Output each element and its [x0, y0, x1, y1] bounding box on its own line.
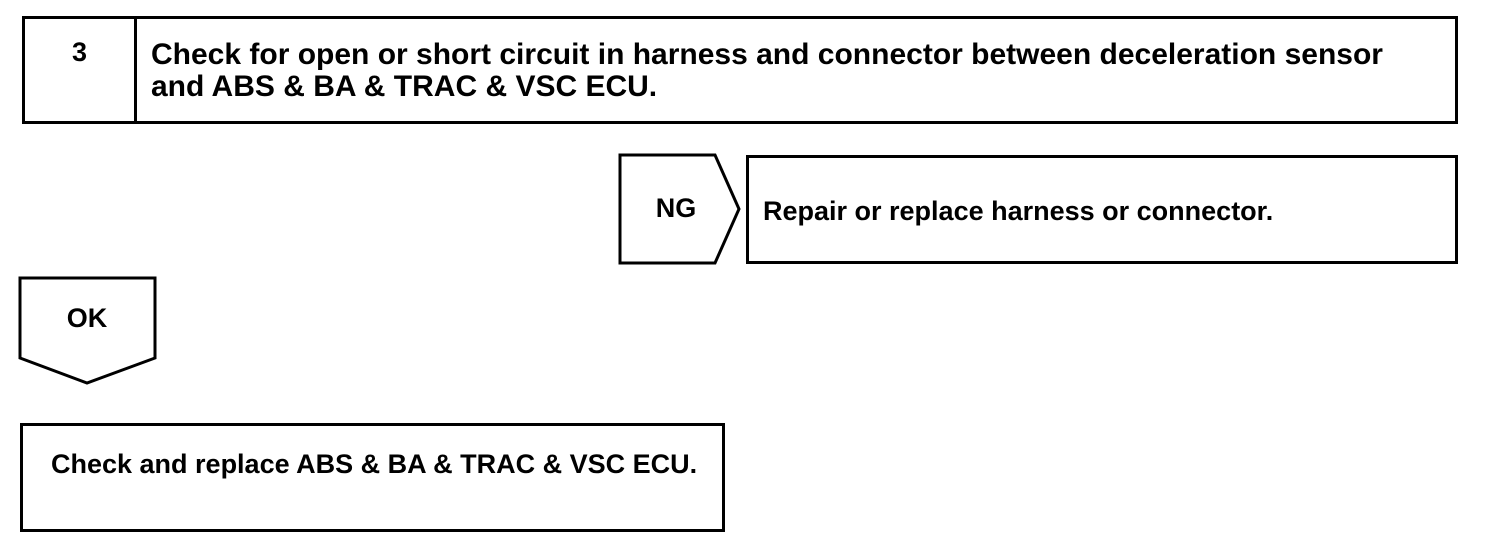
step-instruction: Check for open or short circuit in harne…	[151, 38, 1383, 103]
step-number: 3	[71, 37, 88, 67]
ng-label: NG	[655, 193, 697, 223]
step-box: 3 Check for open or short circuit in har…	[22, 16, 1458, 124]
ng-result-box: Repair or replace harness or connector.	[746, 155, 1458, 264]
ok-arrow-tag	[18, 276, 157, 385]
step-number-cell: 3	[25, 19, 137, 121]
ok-result-text: Check and replace ABS & BA & TRAC & VSC …	[51, 449, 698, 479]
ok-label: OK	[66, 303, 108, 333]
ng-result-text: Repair or replace harness or connector.	[763, 196, 1274, 226]
ok-result-box: Check and replace ABS & BA & TRAC & VSC …	[20, 423, 725, 532]
ng-arrow-tag	[618, 153, 741, 265]
